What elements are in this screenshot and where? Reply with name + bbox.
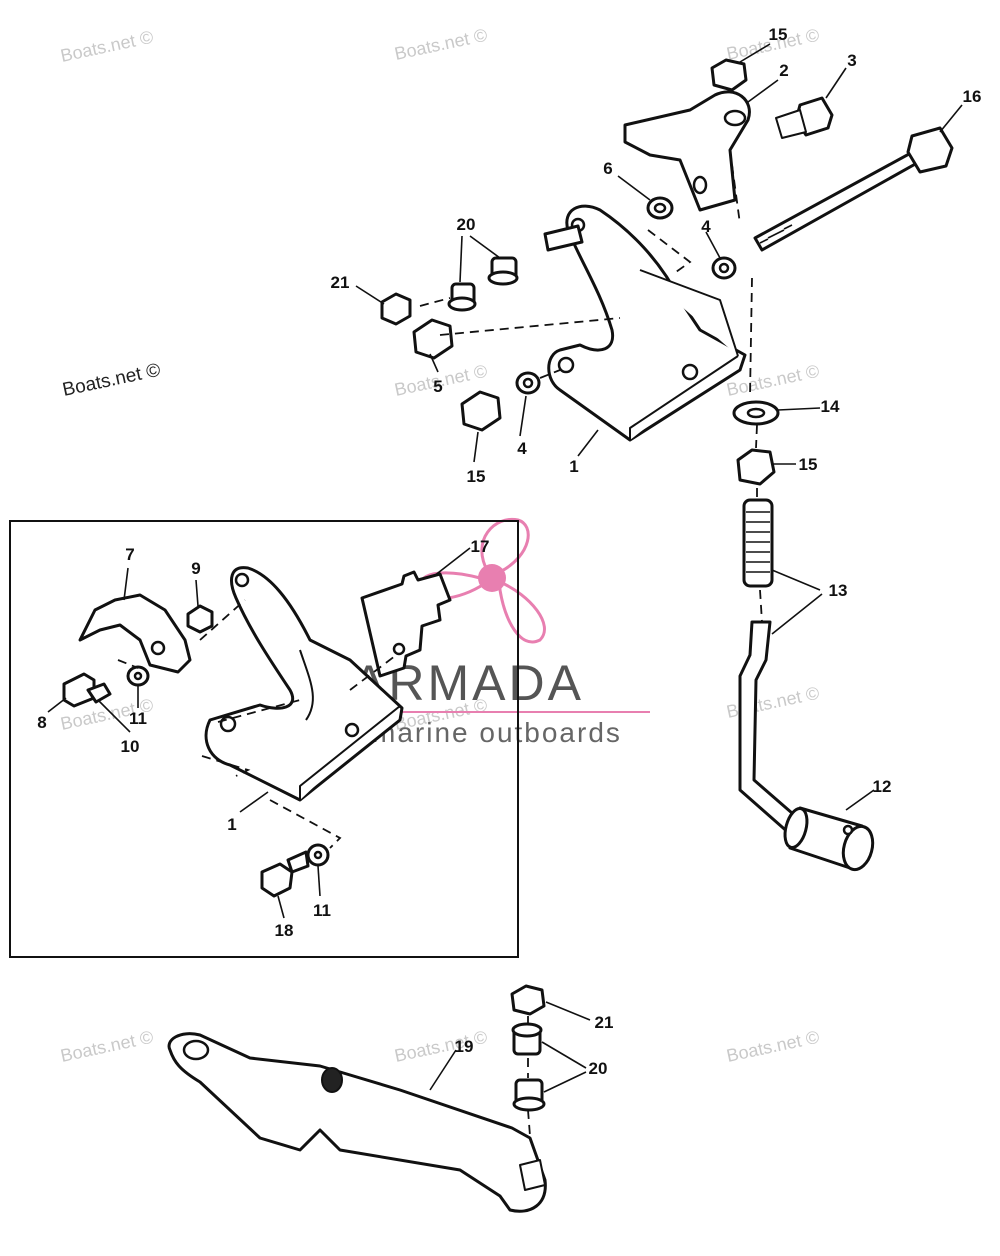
callout-21: 21 — [595, 1013, 614, 1032]
callout-13: 13 — [829, 581, 848, 600]
part-10-screw — [86, 682, 112, 704]
callout-labels: 15 2 3 16 6 4 20 21 5 4 15 1 14 15 13 12… — [37, 25, 981, 1078]
callout-1: 1 — [227, 815, 236, 834]
part-1-bracket-inset — [204, 566, 404, 802]
callout-5: 5 — [433, 377, 442, 396]
watermark-text: Boats.net © — [393, 25, 489, 64]
part-9-nut — [186, 604, 214, 634]
inset-frame — [9, 520, 519, 958]
part-5-locknut — [412, 318, 454, 360]
leader-lines — [47, 43, 963, 1093]
watermark-text: Boats.net © — [59, 1027, 155, 1066]
part-17-plate — [360, 570, 452, 678]
part-15-nut-left — [460, 390, 502, 432]
callout-18: 18 — [275, 921, 294, 940]
callout-1: 1 — [569, 457, 578, 476]
part-20-bushing-bottom — [511, 1022, 546, 1112]
callout-11: 11 — [313, 901, 331, 920]
callout-15: 15 — [799, 455, 818, 474]
armada-tagline-text: marine outboards — [372, 717, 622, 748]
part-2-lever-plate — [623, 90, 751, 212]
part-12-cylinder — [783, 806, 875, 872]
part-7-clip — [78, 593, 192, 674]
callout-16: 16 — [963, 87, 982, 106]
callout-20: 20 — [589, 1059, 608, 1078]
callout-4: 4 — [517, 439, 527, 458]
part-21-nut-bottom — [510, 984, 546, 1016]
part-15-nut-top — [710, 58, 748, 92]
callout-19: 19 — [455, 1037, 474, 1056]
callout-7: 7 — [125, 545, 134, 564]
callout-20: 20 — [457, 215, 476, 234]
part-13-rod — [738, 498, 802, 836]
callout-2: 2 — [779, 61, 788, 80]
watermark-text: Boats.net © — [393, 1027, 489, 1066]
callout-12: 12 — [873, 777, 892, 796]
callout-17: 17 — [471, 537, 490, 556]
callout-9: 9 — [191, 559, 200, 578]
callout-15: 15 — [467, 467, 486, 486]
part-3-bolt — [775, 96, 834, 139]
part-16-long-bolt — [753, 126, 954, 252]
callout-14: 14 — [821, 397, 840, 416]
callout-6: 6 — [603, 159, 612, 178]
part-21-nut — [380, 292, 412, 326]
part-19-lever — [167, 1032, 547, 1213]
part-18-bolt — [260, 862, 294, 898]
callout-4: 4 — [701, 217, 711, 236]
watermark-text: Boats.net © — [725, 1027, 821, 1066]
bracket-stud — [543, 224, 584, 252]
callout-15: 15 — [769, 25, 788, 44]
callout-10: 10 — [121, 737, 140, 756]
part-20-bushing — [447, 256, 519, 312]
watermark-text: Boats.net © — [61, 360, 163, 401]
callout-8: 8 — [37, 713, 46, 732]
watermark-text: Boats.net © — [59, 27, 155, 66]
part-1-bracket — [547, 204, 747, 442]
part-15-nut-right — [736, 448, 776, 486]
callout-11: 11 — [129, 709, 147, 728]
callout-21: 21 — [331, 273, 350, 292]
callout-3: 3 — [847, 51, 856, 70]
